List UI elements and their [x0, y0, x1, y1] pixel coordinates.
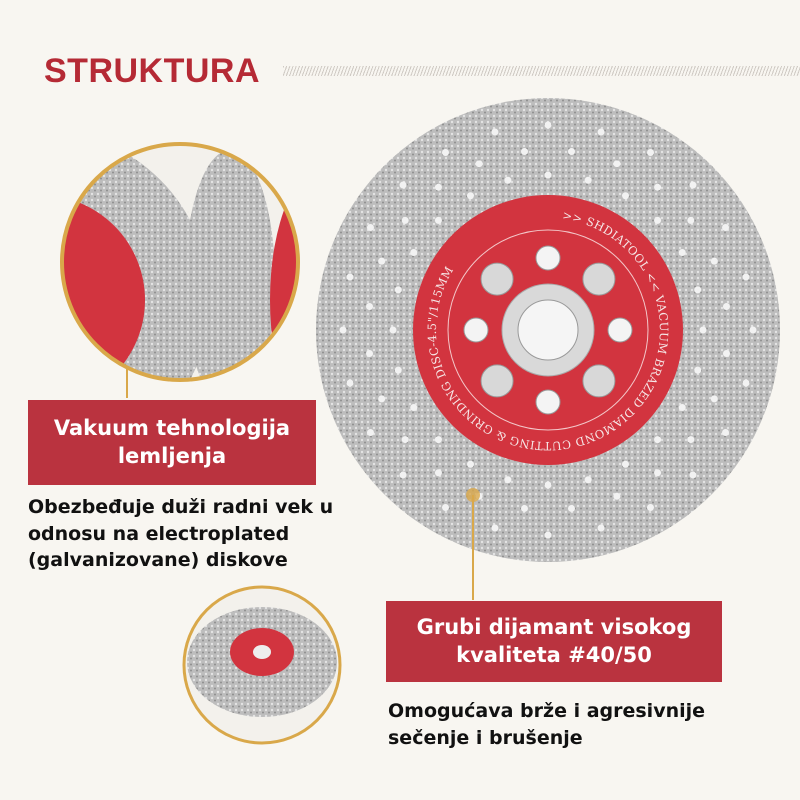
cooling-hole: [654, 216, 662, 224]
cooling-hole: [399, 471, 407, 479]
cooling-hole: [366, 303, 374, 311]
cooling-hole: [434, 183, 442, 191]
cooling-hole: [654, 469, 662, 477]
cooling-hole: [613, 160, 621, 168]
cooling-hole: [378, 257, 386, 265]
cooling-hole: [694, 286, 702, 294]
cooling-hole: [584, 476, 592, 484]
cooling-hole: [694, 366, 702, 374]
cooling-hole: [654, 436, 662, 444]
hub-screw: [582, 262, 616, 296]
hub-hole: [463, 317, 489, 343]
page-title: STRUKTURA: [44, 52, 261, 90]
hub-screw: [480, 262, 514, 296]
cooling-hole: [544, 171, 552, 179]
cooling-hole: [749, 326, 757, 334]
cooling-hole: [394, 366, 402, 374]
cooling-hole: [366, 224, 374, 231]
heading-line: Vakuum tehnologija: [53, 416, 291, 441]
cooling-hole: [687, 216, 695, 224]
heading-line: Grubi dijamant visokog: [416, 615, 692, 640]
cooling-hole: [389, 326, 397, 334]
cooling-hole: [678, 404, 686, 411]
desc-line: sečenje i brušenje: [388, 726, 583, 749]
cooling-hole: [567, 504, 575, 512]
cooling-hole: [442, 504, 449, 512]
cooling-hole: [710, 257, 718, 265]
cooling-hole: [742, 273, 750, 281]
cooling-hole: [544, 481, 552, 489]
cooling-hole: [491, 524, 499, 532]
cooling-hole: [378, 395, 386, 403]
cooling-hole: [544, 121, 552, 129]
cooling-hole: [597, 128, 605, 136]
cooling-hole: [678, 249, 686, 256]
hub-hole: [535, 389, 561, 415]
cooling-hole: [442, 148, 449, 156]
cooling-hole: [742, 379, 750, 387]
hub-screw: [480, 364, 514, 398]
cooling-hole: [339, 326, 347, 334]
cooling-hole: [467, 460, 474, 468]
cooling-hole: [346, 379, 354, 387]
cooling-hole: [434, 469, 442, 477]
feature-heading-brazing: Vakuum tehnologija lemljenja: [28, 400, 316, 485]
hub-screw: [582, 364, 616, 398]
cooling-hole: [401, 436, 409, 444]
cooling-hole: [722, 224, 730, 231]
heading-line: kvaliteta #40/50: [456, 642, 652, 667]
cooling-hole: [410, 404, 418, 411]
cooling-hole: [597, 524, 605, 532]
diamond-disc: >> SHDIATOOL << VACUUM BRAZED DIAMOND CU…: [316, 98, 780, 562]
cooling-hole: [622, 460, 629, 468]
feature-description-brazing: Obezbeđuje duži radni vek u odnosu na el…: [28, 494, 333, 574]
cooling-hole: [346, 273, 354, 281]
cooling-hole: [521, 148, 529, 156]
cooling-hole: [366, 349, 374, 357]
cooling-hole: [434, 436, 442, 444]
cooling-hole: [647, 148, 654, 156]
heading-line: lemljenja: [117, 443, 227, 468]
feature-description-diamond: Omogućava brže i agresivnije sečenje i b…: [388, 698, 705, 751]
desc-line: (galvanizovane) diskove: [28, 549, 288, 572]
cooling-hole: [475, 160, 483, 168]
decorative-hatch-divider: [283, 66, 800, 76]
cooling-hole: [491, 128, 499, 136]
cooling-hole: [399, 181, 407, 189]
desc-line: Omogućava brže i agresivnije: [388, 700, 706, 722]
cooling-holes: [339, 121, 757, 539]
cooling-hole: [722, 349, 730, 357]
cooling-hole: [584, 176, 592, 184]
desc-line: Obezbeđuje duži radni vek u: [28, 496, 334, 518]
cooling-hole: [410, 249, 418, 256]
cooling-hole: [689, 471, 697, 479]
cooling-hole: [394, 286, 402, 294]
cooling-hole: [654, 183, 662, 191]
cooling-hole: [434, 216, 442, 224]
cooling-hole: [722, 303, 730, 311]
cooling-hole: [647, 504, 654, 512]
cooling-hole: [401, 216, 409, 224]
cooling-hole: [613, 492, 621, 500]
cooling-hole: [544, 531, 552, 539]
cooling-hole: [366, 429, 374, 436]
cooling-hole: [504, 176, 512, 184]
cooling-hole: [722, 429, 730, 436]
cooling-hole: [622, 192, 629, 200]
feature-heading-diamond: Grubi dijamant visokog kvaliteta #40/50: [386, 601, 722, 682]
hub-hole: [607, 317, 633, 343]
desc-line: odnosu na electroplated: [28, 522, 290, 545]
hub-hole: [535, 245, 561, 271]
cooling-hole: [689, 181, 697, 189]
cooling-hole: [567, 148, 575, 156]
cooling-hole: [699, 326, 707, 334]
cooling-hole: [467, 192, 474, 200]
cooling-hole: [521, 504, 529, 512]
cooling-hole: [710, 395, 718, 403]
cooling-hole: [504, 476, 512, 484]
product-thumbnail: [182, 585, 342, 745]
cooling-hole: [687, 436, 695, 444]
